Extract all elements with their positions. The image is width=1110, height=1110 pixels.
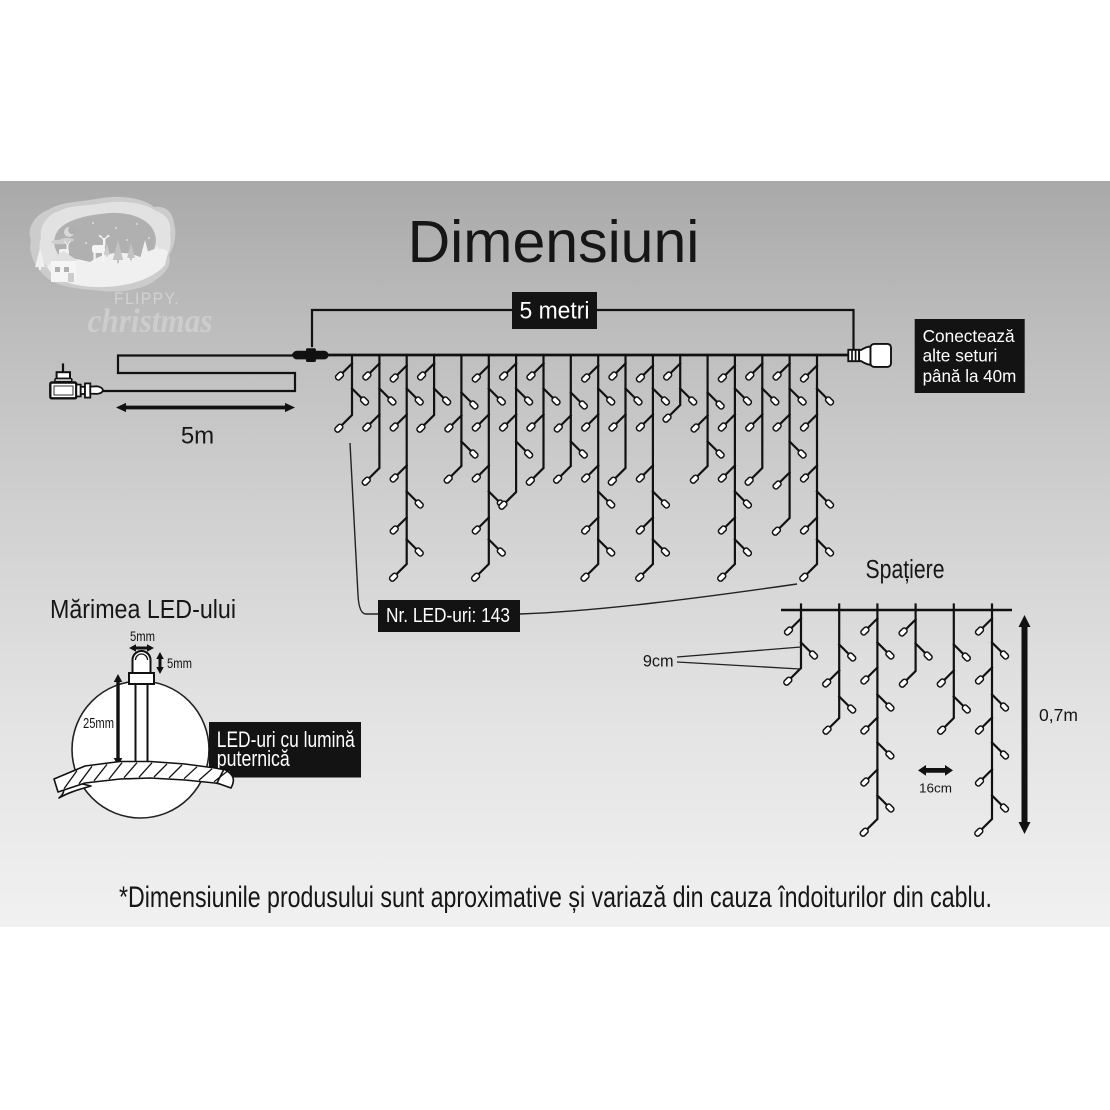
svg-text:0,7m: 0,7m xyxy=(1039,705,1078,725)
svg-text:16cm: 16cm xyxy=(919,781,952,796)
svg-text:5mm: 5mm xyxy=(130,628,155,644)
svg-text:25mm: 25mm xyxy=(83,715,114,732)
svg-text:Mărimea LED-ului: Mărimea LED-ului xyxy=(50,596,236,624)
svg-text:alte seturi: alte seturi xyxy=(923,346,998,366)
svg-text:FLIPPY.: FLIPPY. xyxy=(114,289,180,308)
svg-text:5 metri: 5 metri xyxy=(520,298,590,325)
svg-text:Spațiere: Spațiere xyxy=(866,556,945,584)
svg-text:5mm: 5mm xyxy=(167,655,192,671)
svg-text:Nr. LED-uri: 143: Nr. LED-uri: 143 xyxy=(386,605,510,627)
svg-text:LED-uri cu lumină: LED-uri cu lumină xyxy=(217,727,356,752)
svg-text:5m: 5m xyxy=(181,423,214,450)
svg-text:Conectează: Conectează xyxy=(923,326,1015,346)
svg-text:puternică: puternică xyxy=(217,746,291,771)
svg-text:Dimensiuni: Dimensiuni xyxy=(408,209,700,275)
svg-text:9cm: 9cm xyxy=(643,653,674,671)
svg-text:până la 40m: până la 40m xyxy=(923,366,1017,386)
svg-text:*Dimensiunile produsului sunt: *Dimensiunile produsului sunt aproximati… xyxy=(119,881,992,914)
svg-text:christmas: christmas xyxy=(88,303,213,340)
